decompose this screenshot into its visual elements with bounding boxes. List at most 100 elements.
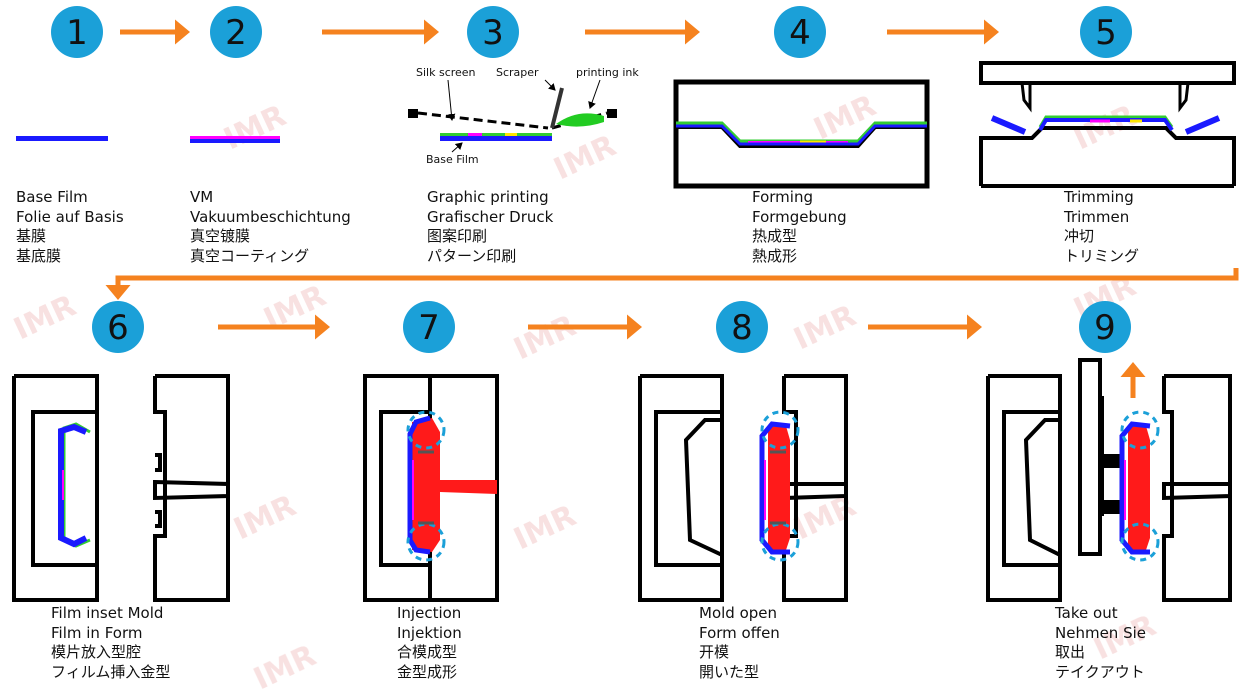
- printing-illustration: [408, 79, 617, 153]
- caption-step-9: Take out Nehmen Sie 取出 テイクアウト: [1055, 604, 1146, 682]
- caption-line: 热成型: [752, 227, 798, 245]
- caption-line: Vakuumbeschichtung: [190, 207, 351, 226]
- caption-step-6: Film inset Mold Film in Form 模片放入型腔 フィルム…: [51, 604, 170, 682]
- caption-line: Formgebung: [752, 207, 847, 226]
- caption-line: 图案印刷: [427, 227, 488, 245]
- caption-line: 基膜: [16, 227, 47, 245]
- base-film-label: Base Film: [426, 153, 479, 166]
- caption-line: Film inset Mold: [51, 604, 164, 622]
- step-number: 5: [1095, 13, 1117, 53]
- step-number: 4: [789, 13, 811, 53]
- caption-line: 开模: [699, 643, 730, 661]
- step-2-badge: 2: [210, 6, 262, 58]
- take-out: [986, 358, 1232, 602]
- printing-ink-label: printing ink: [576, 66, 639, 79]
- step-circle: [774, 6, 826, 58]
- printing-ink-blob: [556, 113, 604, 127]
- caption-line: フィルム挿入金型: [51, 662, 171, 681]
- caption-line: トリミング: [1064, 246, 1140, 265]
- caption-line: テイクアウト: [1055, 662, 1145, 681]
- return-arrow-icon: [105, 268, 1239, 300]
- step-number: 6: [107, 308, 129, 348]
- caption-line: Trimmen: [1064, 207, 1130, 226]
- step-circle: [210, 6, 262, 58]
- caption-line: 取出: [1055, 643, 1086, 661]
- step-circle: [51, 6, 103, 58]
- watermark-logo: IMR: [789, 298, 862, 357]
- step-3-badge: 3: [467, 6, 519, 58]
- caption-line: Base Film: [16, 188, 88, 206]
- caption-step-4: Forming Formgebung 热成型 熱成形: [752, 188, 847, 266]
- vm-film: [190, 136, 280, 143]
- scraper-label: Scraper: [496, 66, 539, 79]
- trimming-press: [979, 61, 1236, 188]
- caption-line: Forming: [752, 188, 813, 206]
- base-film-strip: [16, 136, 108, 141]
- silk-screen-line: [417, 111, 549, 130]
- caption-line: 熱成形: [752, 246, 798, 265]
- caption-line: 合模成型: [397, 643, 458, 661]
- caption-line: Nehmen Sie: [1055, 623, 1146, 642]
- caption-line: 金型成形: [397, 662, 458, 681]
- step-5-badge: 5: [1080, 6, 1132, 58]
- caption-line: 真空镀膜: [190, 227, 251, 245]
- caption-step-8: Mold open Form offen 开模 開いた型: [699, 604, 780, 682]
- forming-mold: [673, 79, 930, 189]
- step-number: 2: [225, 13, 247, 53]
- step-circle: [1079, 301, 1131, 353]
- caption-line: Film in Form: [51, 623, 143, 642]
- step-circles: 1 2 3 4 5 6 7 8 9: [51, 6, 1132, 353]
- step-circle: [1080, 6, 1132, 58]
- step-circle: [467, 6, 519, 58]
- step-number: 1: [66, 13, 88, 53]
- caption-line: 開いた型: [699, 662, 760, 681]
- scraper-blade: [550, 87, 564, 129]
- step-number: 3: [482, 13, 504, 53]
- watermark-logo: IMR: [219, 98, 292, 157]
- caption-line: 基底膜: [16, 246, 62, 265]
- caption-line: Form offen: [699, 623, 780, 642]
- caption-line: Grafischer Druck: [427, 207, 554, 226]
- step-8-badge: 8: [716, 301, 768, 353]
- step-number: 7: [418, 308, 440, 348]
- watermark-logo: IMR: [249, 638, 322, 696]
- film-inset-mold: [12, 374, 230, 602]
- step-number: 9: [1094, 308, 1116, 348]
- step-circle: [92, 301, 144, 353]
- step-circle: [403, 301, 455, 353]
- mold-open: [638, 374, 848, 602]
- watermark-logo: IMR: [809, 88, 882, 147]
- caption-line: 模片放入型腔: [51, 643, 142, 661]
- caption-line: Folie auf Basis: [16, 207, 124, 226]
- silk-screen-label: Silk screen: [416, 66, 476, 79]
- caption-line: Injection: [397, 604, 462, 622]
- caption-line: Graphic printing: [427, 188, 549, 206]
- caption-line: 真空コーティング: [190, 246, 310, 265]
- inserted-film: [58, 422, 91, 548]
- step-1-badge: 1: [51, 6, 103, 58]
- watermark-logo: IMR: [549, 128, 622, 187]
- caption-line: 冲切: [1064, 227, 1095, 245]
- watermark-logo: IMR: [229, 488, 302, 547]
- step-number: 8: [731, 308, 753, 348]
- caption-line: Injektion: [397, 623, 462, 642]
- caption-line: VM: [190, 188, 214, 206]
- caption-step-7: Injection Injektion 合模成型 金型成形: [397, 604, 462, 682]
- caption-line: Take out: [1055, 604, 1118, 622]
- injection-mold: [363, 374, 499, 602]
- step-circle: [716, 301, 768, 353]
- caption-step-1: Base Film Folie auf Basis 基膜 基底膜: [16, 188, 124, 266]
- watermark-logo: IMR: [509, 498, 582, 557]
- caption-line: Trimming: [1064, 188, 1134, 206]
- caption-step-5: Trimming Trimmen 冲切 トリミング: [1064, 188, 1139, 266]
- caption-step-2: VM Vakuumbeschichtung 真空镀膜 真空コーティング: [190, 188, 351, 266]
- step-9-badge: 9: [1079, 301, 1131, 353]
- caption-line: パターン印刷: [427, 246, 517, 265]
- step-4-badge: 4: [774, 6, 826, 58]
- flow-arrows: [105, 19, 1239, 398]
- watermark-logo: IMR: [9, 288, 82, 347]
- step-6-badge: 6: [92, 301, 144, 353]
- caption-line: Mold open: [699, 604, 778, 622]
- caption-step-3: Graphic printing Grafischer Druck 图案印刷 パ…: [427, 188, 553, 266]
